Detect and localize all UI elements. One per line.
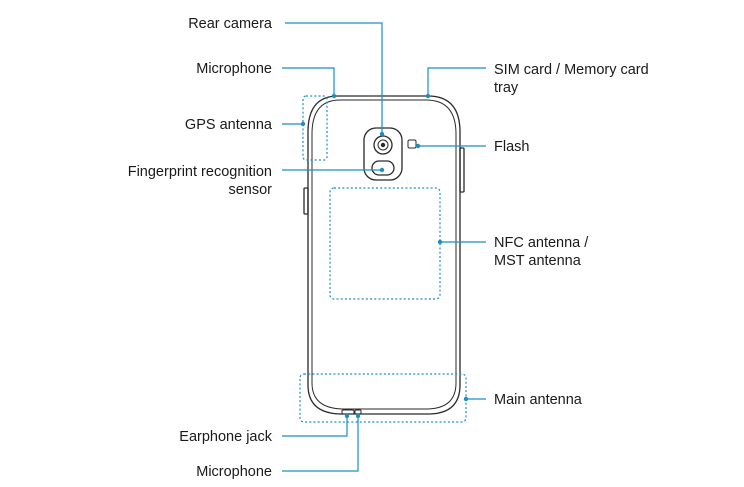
main-antenna-zone: [299, 373, 467, 423]
phone-inner-edge: [311, 99, 457, 410]
fingerprint-label-line2: sensor: [228, 182, 272, 198]
flash-unit: [407, 139, 417, 149]
leader-lines: [282, 22, 486, 472]
gps-antenna-zone: [302, 95, 328, 161]
microphone-top-dot: [331, 93, 337, 99]
earphone-jack-port: [341, 409, 355, 415]
sim-tray-dot: [425, 93, 431, 99]
camera-housing: [363, 127, 403, 181]
side-key-left: [303, 187, 309, 215]
rear-camera-lens-core: [380, 142, 386, 148]
main-antenna-label: Main antenna: [494, 392, 583, 408]
microphone-top-leader: [282, 67, 335, 96]
rear-camera-leader: [285, 22, 383, 134]
rear-camera-lens-inner: [377, 139, 389, 151]
nfc-label-line1: NFC antenna /: [494, 235, 589, 251]
microphone-bottom-label: Microphone: [196, 464, 272, 480]
earphone-jack-leader: [282, 416, 348, 437]
side-key-right: [459, 147, 465, 193]
rear-camera-label: Rear camera: [188, 16, 273, 32]
nfc-antenna-zone: [329, 187, 441, 300]
rear-camera-lens-outer: [373, 135, 393, 155]
nfc-label-line2: MST antenna: [494, 253, 582, 269]
flash-dot: [415, 143, 421, 149]
earphone-jack-label: Earphone jack: [179, 429, 272, 445]
main-antenna-dot: [463, 396, 469, 402]
earphone-jack-dot: [344, 413, 350, 419]
phone-outline: [307, 95, 461, 415]
phone-body: [303, 95, 465, 415]
gps-antenna-dot: [300, 121, 306, 127]
fingerprint-dot: [379, 167, 385, 173]
rear-camera-dot: [379, 131, 385, 137]
left-labels: Rear camera Microphone GPS antenna Finge…: [128, 16, 273, 480]
nfc-dot: [437, 239, 443, 245]
fingerprint-label-line1: Fingerprint recognition: [128, 164, 272, 180]
sim-tray-label-line1: SIM card / Memory card: [494, 62, 649, 78]
right-labels: SIM card / Memory card tray Flash NFC an…: [494, 62, 649, 408]
camera-module: [363, 127, 417, 181]
sim-tray-label-line2: tray: [494, 80, 519, 96]
microphone-bottom-dot: [355, 413, 361, 419]
microphone-top-label: Microphone: [196, 61, 272, 77]
sim-tray-leader: [427, 67, 486, 96]
gps-antenna-label: GPS antenna: [185, 117, 273, 133]
fingerprint-sensor: [371, 160, 395, 176]
microphone-bottom-leader: [282, 416, 359, 472]
flash-label: Flash: [494, 139, 529, 155]
